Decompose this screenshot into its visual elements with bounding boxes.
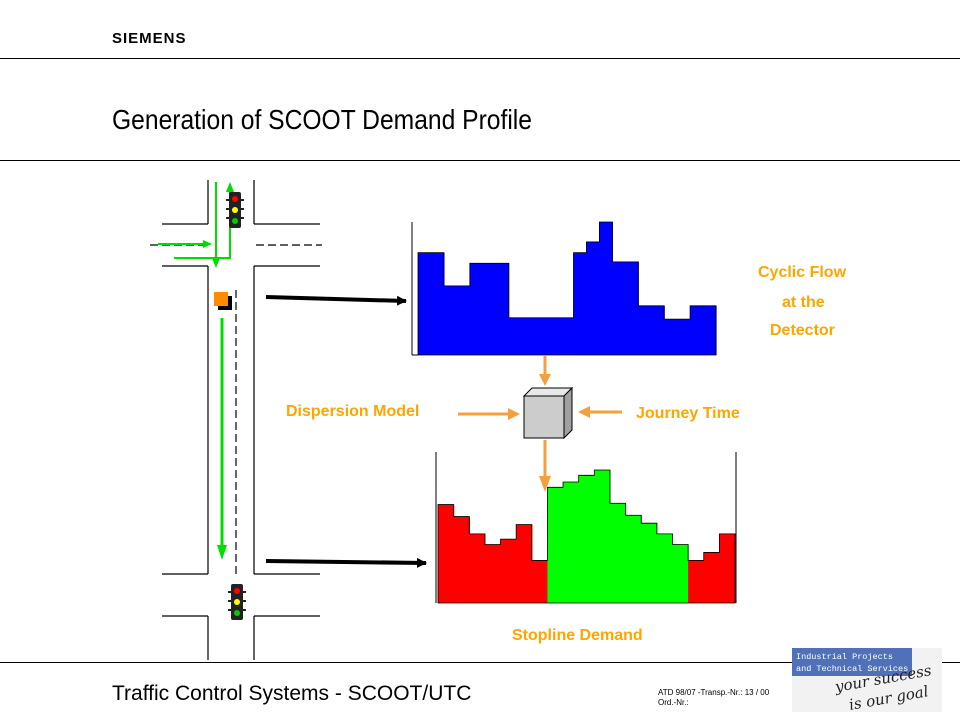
traffic-signal-top-icon [226,192,244,228]
route-to-stopline-arrow [265,557,427,568]
traffic-signal-bottom-icon [228,584,246,620]
stopline-bar-16 [688,560,705,603]
cyclic-flow-bar-9 [534,317,549,355]
footer-title: Traffic Control Systems - SCOOT/UTC [112,682,472,705]
cyclic-flow-label-line3: Detector [770,322,835,339]
scoot-diagram [150,180,737,660]
stopline-bar-17 [703,552,720,603]
cyclic-flow-bar-16 [625,261,639,355]
footer-ref-line1: ATD 98/07 -Transp.-Nr.: 13 / 00 [658,688,770,697]
stopline-bar-3 [484,544,502,603]
detector-to-profile-arrow [265,295,407,306]
traffic-route-arrows [158,182,234,560]
cyclic-flow-label-line1: Cyclic Flow [758,264,847,281]
stopline-bar-18 [719,533,736,603]
stopline-bar-outline [437,469,736,604]
stopline-bar-2 [469,533,486,603]
detector-icon [214,292,232,310]
cyclic-flow-bar-8 [521,317,536,355]
stopline-bar-7 [547,487,564,603]
stopline-bar-0 [438,504,455,603]
cyclic-flow-bar-6 [495,263,510,355]
cyclic-flow-bar-3 [456,285,471,355]
stopline-bar-1 [453,516,470,603]
cyclic-flow-bar-22 [703,305,717,355]
stopline-bar-12 [625,515,642,603]
cyclic-flow-bar-11 [560,317,575,355]
stopline-bar-4 [500,539,517,603]
stopline-bar-11 [609,503,627,603]
cyclic-flow-bar-outline [417,221,717,356]
title-divider [0,160,960,161]
stopline-bar-5 [516,524,533,603]
cyclic-flow-bar-20 [677,319,691,355]
industrial-projects-badge: Industrial Projects and Technical Servic… [792,648,942,712]
badge-line2: and Technical Services [796,664,908,674]
page-title: Generation of SCOOT Demand Profile [112,104,532,135]
cyclic-flow-bar-14 [599,222,613,355]
stopline-demand-label: Stopline Demand [512,627,643,644]
cyclic-flow-bar-1 [430,252,445,355]
cyclic-flow-bar-0 [418,252,432,355]
cyclic-flow-bar-19 [664,319,678,355]
road-network [150,180,322,660]
badge-line1: Industrial Projects [796,652,893,662]
cyclic-flow-bar-2 [443,285,458,355]
footer-divider [0,662,960,663]
cyclic-flow-bar-18 [651,305,665,355]
stopline-demand-chart [435,452,737,604]
cyclic-flow-bar-15 [612,261,626,355]
cyclic-flow-bar-5 [482,263,497,355]
stopline-bar-10 [594,470,611,603]
stopline-bar-6 [531,560,549,603]
cyclic-flow-bar-7 [508,317,523,355]
stopline-bar-8 [563,481,580,603]
stopline-bar-15 [672,544,689,603]
cyclic-flow-label-line2: at the [782,294,825,311]
journey-time-label: Journey Time [636,405,740,422]
footer-ref-line2: Ord.-Nr.: [658,698,689,707]
cyclic-flow-bar-10 [547,317,562,355]
stopline-bar-14 [656,533,674,603]
stopline-bar-13 [641,523,658,603]
siemens-logo: SIEMENS [112,30,187,47]
dispersion-model-box [522,386,574,440]
cyclic-flow-bar-12 [573,252,588,355]
cyclic-flow-bar-21 [690,305,704,355]
flow-arrows-orange [458,356,622,492]
cyclic-flow-bar-17 [638,305,652,355]
dispersion-model-label: Dispersion Model [286,403,420,420]
cyclic-flow-bar-4 [469,263,484,355]
cyclic-flow-bar-13 [586,241,600,355]
stopline-bar-9 [578,475,595,603]
cyclic-flow-chart [411,221,717,356]
header-divider [0,58,960,59]
